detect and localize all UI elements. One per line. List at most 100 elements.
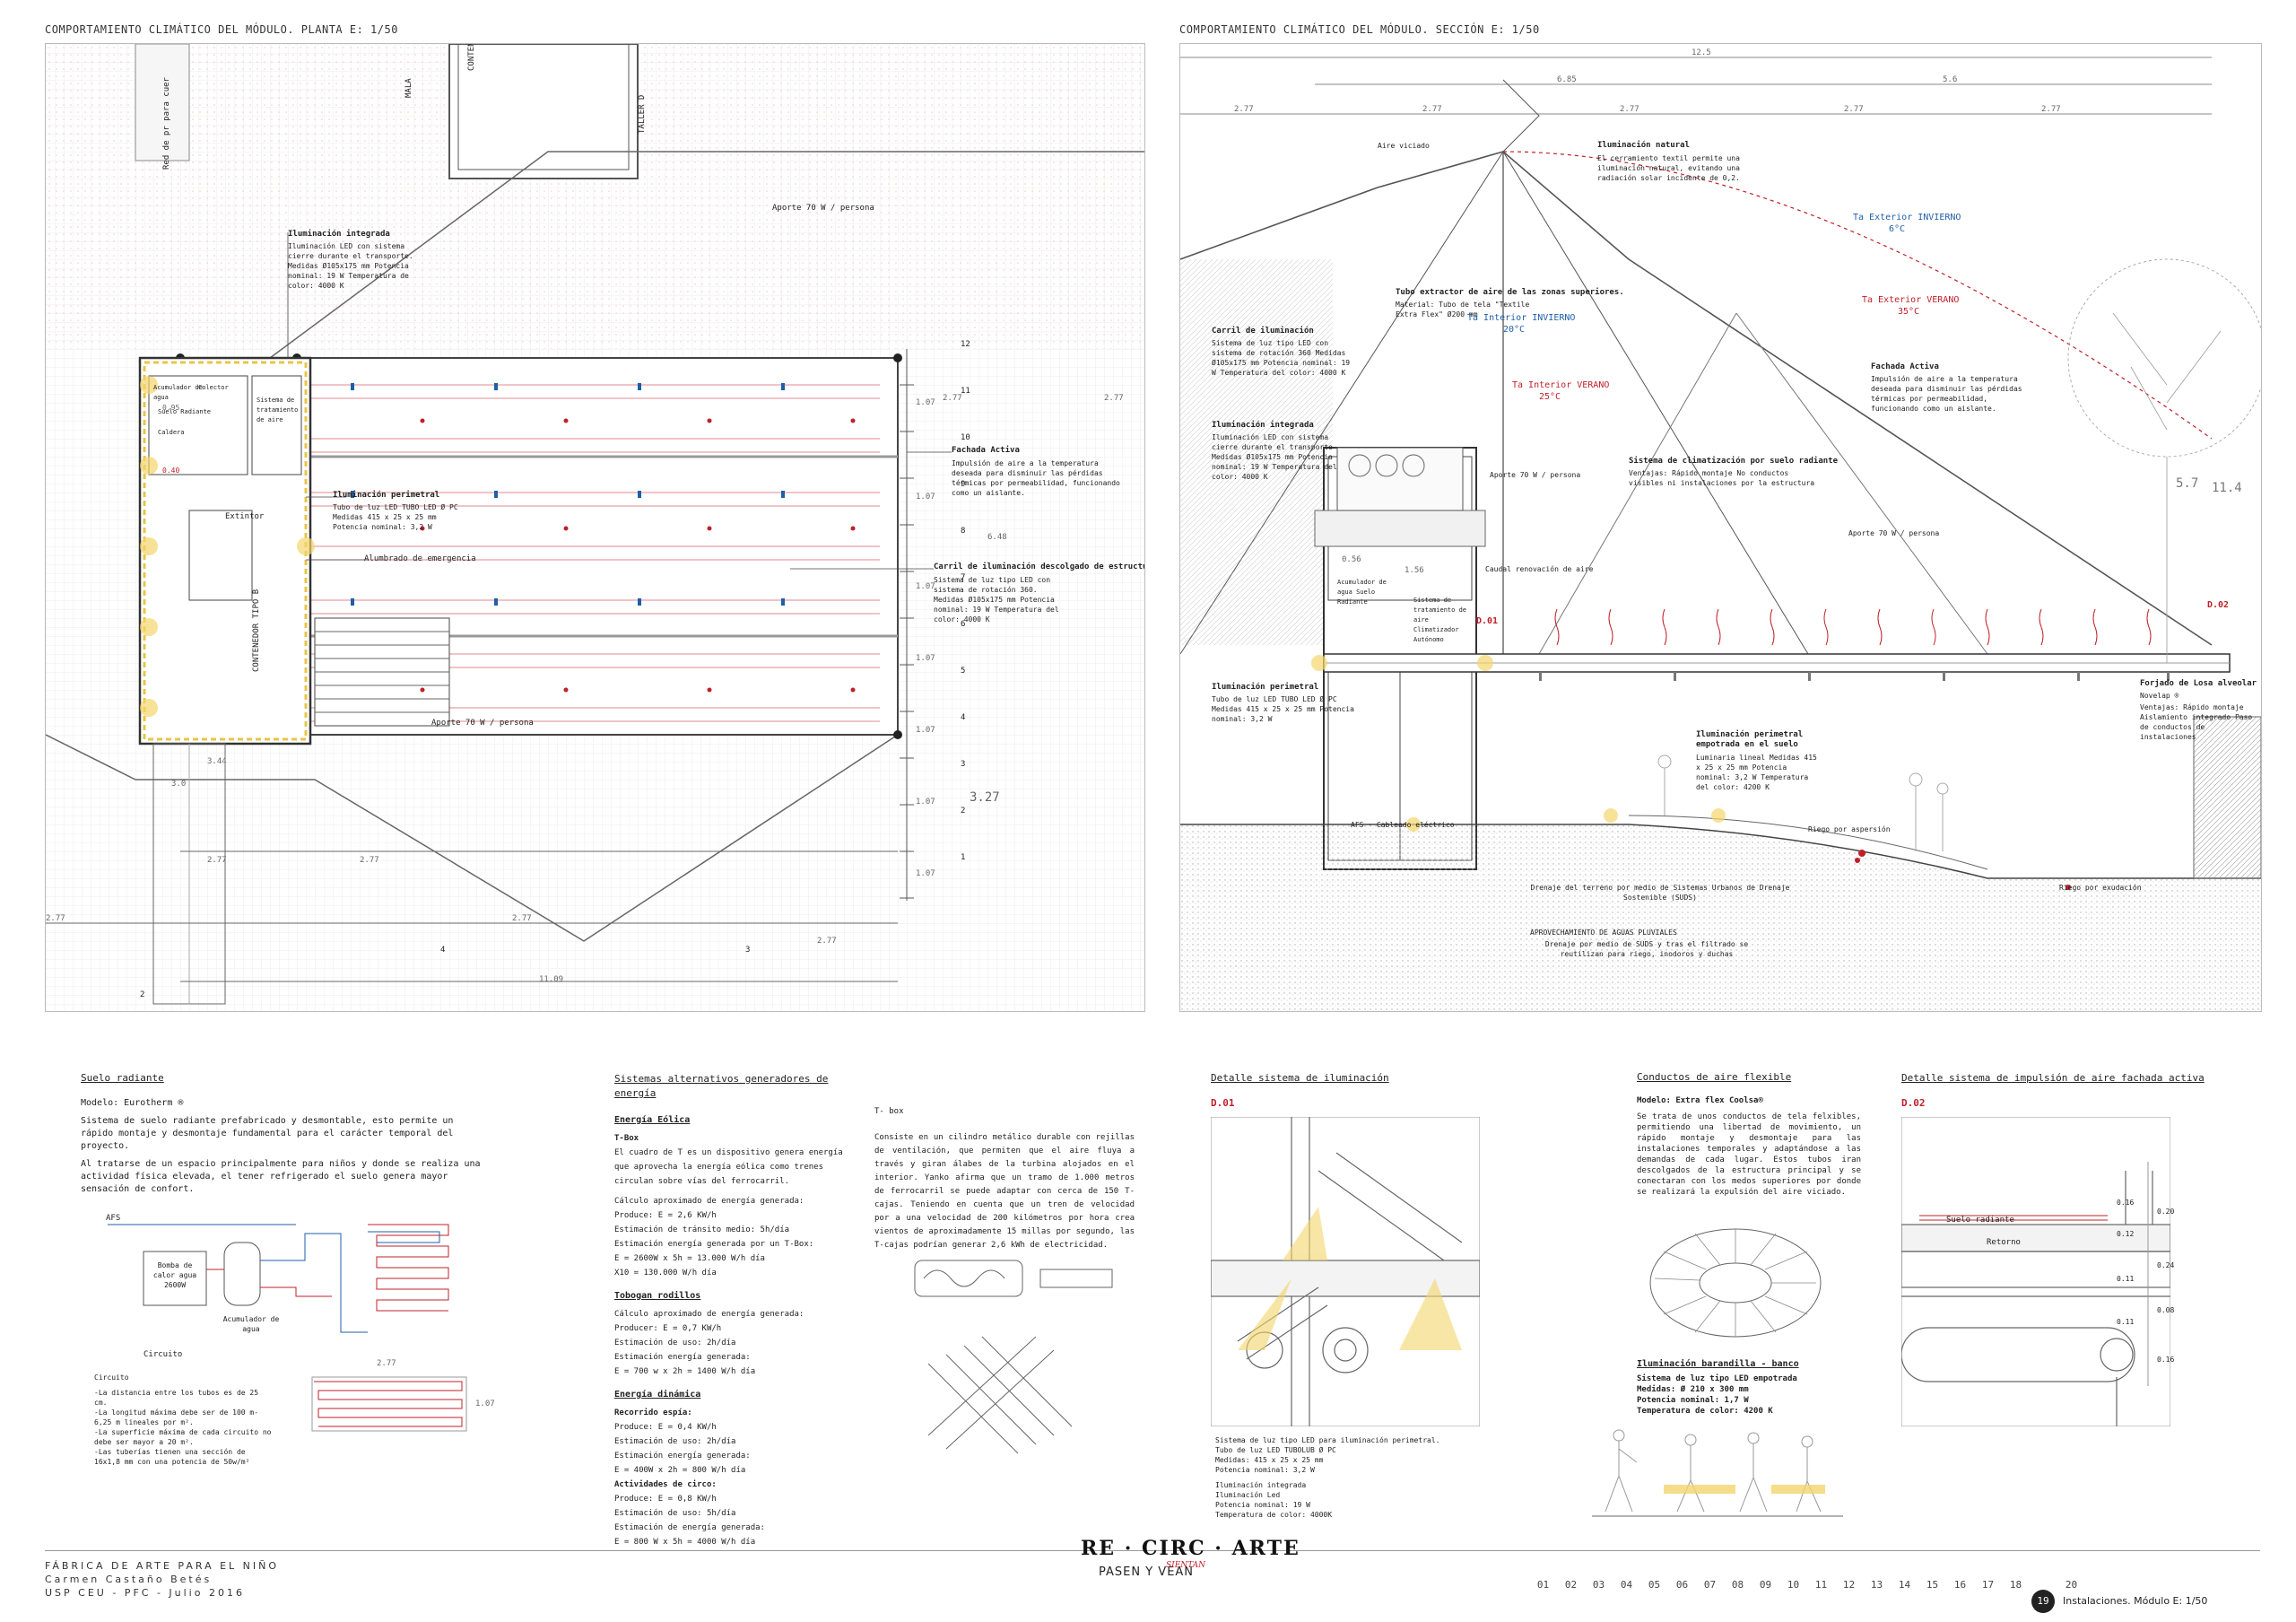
section-dim: 2.77	[1422, 105, 1442, 114]
plan-dim: 1.07	[916, 726, 935, 735]
footer-project: FÁBRICA DE ARTE PARA EL NIÑO Carmen Cast…	[45, 1559, 279, 1600]
page-link[interactable]: 13	[1870, 1579, 1883, 1591]
plan-dim: 1.07	[916, 869, 935, 878]
circuito-heading: Circuito	[94, 1373, 129, 1382]
energia-line: Producer: E = 0,7 KW/h	[614, 1324, 722, 1333]
detalle1-block: Detalle sistema de iluminación D.01	[1211, 1072, 1462, 1110]
det2-dim: 0.16	[2117, 1199, 2135, 1207]
detalle1-drawing	[1211, 1117, 1480, 1426]
sec-aporte2: Aporte 70 W / persona	[1848, 529, 1940, 537]
ti-ver-v: 25°C	[1539, 392, 1561, 402]
plan-dim: 3.0	[171, 780, 187, 789]
sec-aporte1: Aporte 70 W / persona	[1490, 471, 1581, 479]
page-link[interactable]: 09	[1759, 1579, 1772, 1591]
plan-ilum-perim-desc: Tubo de luz LED TUBO LED Ø PC Medidas 41…	[333, 503, 458, 531]
baran-line: Medidas: Ø 210 x 300 mm	[1637, 1385, 1749, 1394]
axis-num: 5	[961, 667, 966, 676]
page-link[interactable]: 04	[1620, 1579, 1633, 1591]
page-link[interactable]: 10	[1787, 1579, 1800, 1591]
page-link[interactable]: 14	[1898, 1579, 1911, 1591]
page-link[interactable]: 02	[1564, 1579, 1578, 1591]
section-dim: 2.77	[1620, 105, 1639, 114]
det2-dim: 0.20	[2157, 1208, 2175, 1216]
conductos-modelo: Modelo: Extra flex Coolsa®	[1637, 1096, 1763, 1105]
circuito-block: Circuito -La distancia entre los tubos e…	[94, 1373, 274, 1467]
taller-label: TALLER D	[638, 94, 647, 134]
plan-dim: 2.77	[207, 856, 227, 865]
logo-text: RE · CIRC · ARTE	[1081, 1537, 1300, 1560]
plan-dim: 1.07	[916, 582, 935, 591]
red-label: Red de pr para cuer	[162, 77, 171, 170]
page-link[interactable]: 06	[1675, 1579, 1689, 1591]
suelo-modelo: Modelo: Eurotherm ®	[81, 1098, 184, 1108]
page-link[interactable]: 20	[2065, 1579, 2078, 1591]
page-link[interactable]: 07	[1703, 1579, 1717, 1591]
suelo-p2: Al tratarse de un espacio principalmente…	[81, 1159, 481, 1194]
acum-label: Acumulador de agua	[222, 1315, 280, 1333]
energia-line: Estimación energía generada:	[614, 1452, 751, 1461]
circuito-line: -Las tuberías tienen una sección de 16x1…	[94, 1448, 250, 1466]
energia-line: E = 700 w x 2h = 1400 W/h día	[614, 1367, 756, 1376]
page-link[interactable]: 03	[1592, 1579, 1605, 1591]
sec-ilum-int-desc: Iluminación LED con sistema cierre duran…	[1212, 433, 1337, 481]
energia-line: Estimación de tránsito medio: 5h/día	[614, 1225, 790, 1234]
detalle1-title: Detalle sistema de iluminación	[1211, 1072, 1389, 1084]
page-link[interactable]: 08	[1731, 1579, 1744, 1591]
energia-line: Produce: E = 0,4 KW/h	[614, 1423, 717, 1432]
tbox-title: T-Box	[614, 1134, 639, 1143]
circuito-line: -La longitud máxima debe ser de 100 m-6,…	[94, 1408, 259, 1426]
plan-dim: 2.77	[1104, 394, 1124, 403]
plan-extintor: Extintor	[225, 512, 265, 521]
energia-line: E = 400W x 2h = 800 W/h día	[614, 1466, 746, 1475]
page-link[interactable]: 18	[2009, 1579, 2022, 1591]
te-inv-v: 6°C	[1889, 224, 1906, 234]
sec-sistema-trat: Sistema de tratamiento de aire Climatiza…	[1413, 597, 1467, 643]
circuito-line: -La superficie máxima de cada circuito n…	[94, 1428, 272, 1446]
energia-line: Estimación de uso: 2h/día	[614, 1339, 736, 1347]
plan-dim: 1.07	[916, 654, 935, 663]
duct-illustration	[1649, 1228, 1822, 1338]
page-link[interactable]: 01	[1536, 1579, 1550, 1591]
section-tag-d02: D.02	[2207, 600, 2230, 610]
axis-num: 3	[745, 946, 751, 955]
plan-carril-title: Carril de iluminación descolgado de estr…	[934, 562, 1145, 571]
ti-inv-v: 20°C	[1503, 325, 1526, 335]
page-link[interactable]: 15	[1926, 1579, 1939, 1591]
page-link[interactable]: 12	[1842, 1579, 1856, 1591]
sistema-suelo-title: Sistema de climatización por suelo radia…	[1629, 457, 1838, 466]
energia-line: Estimación de energía generada:	[614, 1523, 765, 1532]
plan-dim: 11.09	[539, 975, 564, 984]
baran-line: Potencia nominal: 1,7 W	[1637, 1396, 1749, 1405]
ilum-emp-desc: Luminaria lineal Medidas 415 x 25 x 25 m…	[1696, 754, 1817, 791]
eolica-title: Energía Eólica	[614, 1115, 691, 1125]
baran-title: Iluminación barandilla - banco	[1637, 1359, 1799, 1369]
axis-num: 11	[961, 387, 970, 396]
bench-illustration	[1592, 1429, 1843, 1517]
footer-school: USP CEU - PFC - Julio 2016	[45, 1587, 245, 1599]
plan-dim: 3.44	[207, 757, 227, 766]
aprovech-title: APROVECHAMIENTO DE AGUAS PLUVIALES	[1530, 929, 1677, 937]
section-tag-d01: D.01	[1476, 616, 1499, 626]
axis-num: 9	[961, 480, 966, 489]
axis-num: 4	[440, 946, 446, 955]
axis-num: 8	[961, 527, 966, 536]
plan-fachada-desc: Impulsión de aire a la temperatura desea…	[952, 459, 1120, 497]
plan-drawing: CONTENEDOR TIPO B TALLER D MALA Red de p…	[45, 43, 1145, 1012]
conductos-desc: Se trata de unos conductos de tela felxi…	[1637, 1112, 1861, 1197]
page-link[interactable]: 16	[1953, 1579, 1967, 1591]
page-link[interactable]: 11	[1814, 1579, 1828, 1591]
riego-exud: Riego por exudación	[2059, 884, 2142, 892]
page-link[interactable]: 17	[1981, 1579, 1995, 1591]
detalle1-line: Temperatura de color: 4000K	[1215, 1511, 1333, 1519]
sec-cableado: AFS · Cableado eléctrico	[1351, 821, 1455, 829]
detalle2-tag: D.02	[1901, 1097, 1926, 1109]
sec-ilum-perim-desc: Tubo de luz LED TUBO LED Ø PC Medidas 41…	[1212, 695, 1354, 723]
afs-label: AFS	[106, 1214, 121, 1223]
baran-block: Iluminación barandilla - banco Sistema d…	[1637, 1350, 1861, 1417]
plan-dim: 0.95	[162, 404, 180, 412]
plan-ilum-int-title: Iluminación integrada	[288, 230, 390, 239]
plan-dim: 3.27	[970, 790, 1000, 805]
sec-carril-title: Carril de iluminación	[1212, 327, 1314, 336]
page-link[interactable]: 05	[1648, 1579, 1661, 1591]
axis-num: 6	[961, 620, 966, 629]
